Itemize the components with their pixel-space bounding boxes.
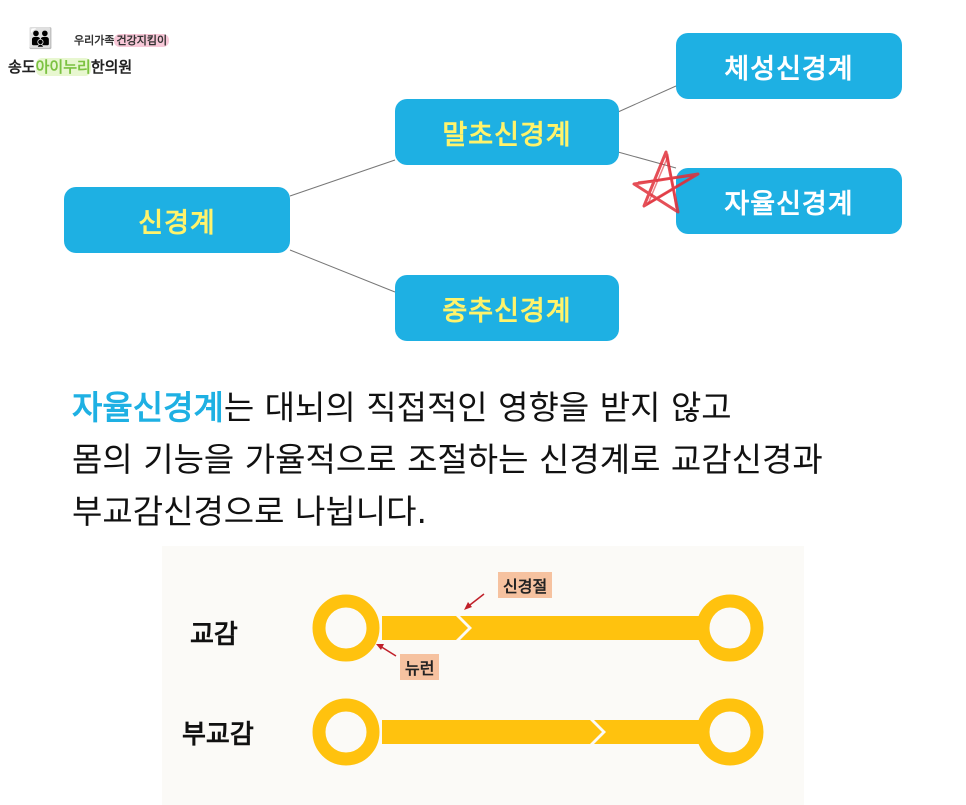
pathway-shapes bbox=[312, 593, 764, 766]
edge-peripheral-somatic bbox=[617, 85, 677, 113]
edge-root-central bbox=[289, 249, 396, 293]
description-line-2: 몸의 기능을 가율적으로 조절하는 신경계로 교감신경과 bbox=[72, 440, 823, 479]
parasympathetic-start-node bbox=[312, 698, 380, 766]
pathway-diagram: 교감 부교감 신경절 뉴런 bbox=[162, 546, 804, 805]
sympathetic-postganglionic-fiber bbox=[460, 616, 700, 640]
neuron-arrowhead bbox=[376, 644, 384, 650]
parasympathetic-preganglionic-fiber bbox=[382, 720, 602, 744]
ganglion-tag: 신경절 bbox=[498, 572, 553, 598]
neuron-tag: 뉴런 bbox=[400, 654, 440, 680]
sympathetic-label: 교감 bbox=[190, 620, 238, 650]
node-somatic: 체성신경계 bbox=[676, 33, 902, 99]
node-nervous-system: 신경계 bbox=[64, 187, 290, 253]
edge-root-peripheral bbox=[289, 159, 396, 197]
logo-name: 송도아이누리한의원 bbox=[8, 58, 133, 76]
node-central: 중추신경계 bbox=[395, 275, 619, 341]
neuron-arrow bbox=[379, 645, 397, 657]
description-line-3: 부교감신경으로 나뉩니다. bbox=[72, 492, 427, 531]
parasympathetic-end-node bbox=[696, 698, 764, 766]
star-mark-icon bbox=[632, 150, 700, 214]
edge-peripheral-autonomic bbox=[617, 151, 677, 169]
sympathetic-start-node bbox=[312, 594, 380, 662]
description-text: 자율신경계는 대뇌의 직접적인 영향을 받지 않고 몸의 기능을 가율적으로 조… bbox=[72, 382, 932, 538]
sympathetic-preganglionic-fiber bbox=[382, 616, 468, 640]
node-peripheral: 말초신경계 bbox=[395, 99, 619, 165]
parasympathetic-label: 부교감 bbox=[182, 720, 254, 750]
parasympathetic-postganglionic-fiber bbox=[594, 720, 700, 744]
family-icon: 👪 bbox=[28, 26, 53, 50]
ganglion-arrowhead bbox=[464, 602, 472, 610]
node-autonomic: 자율신경계 bbox=[676, 168, 902, 234]
description-line-1: 자율신경계는 대뇌의 직접적인 영향을 받지 않고 bbox=[72, 388, 732, 427]
tree-edges bbox=[289, 85, 677, 293]
sympathetic-end-node bbox=[696, 594, 764, 662]
